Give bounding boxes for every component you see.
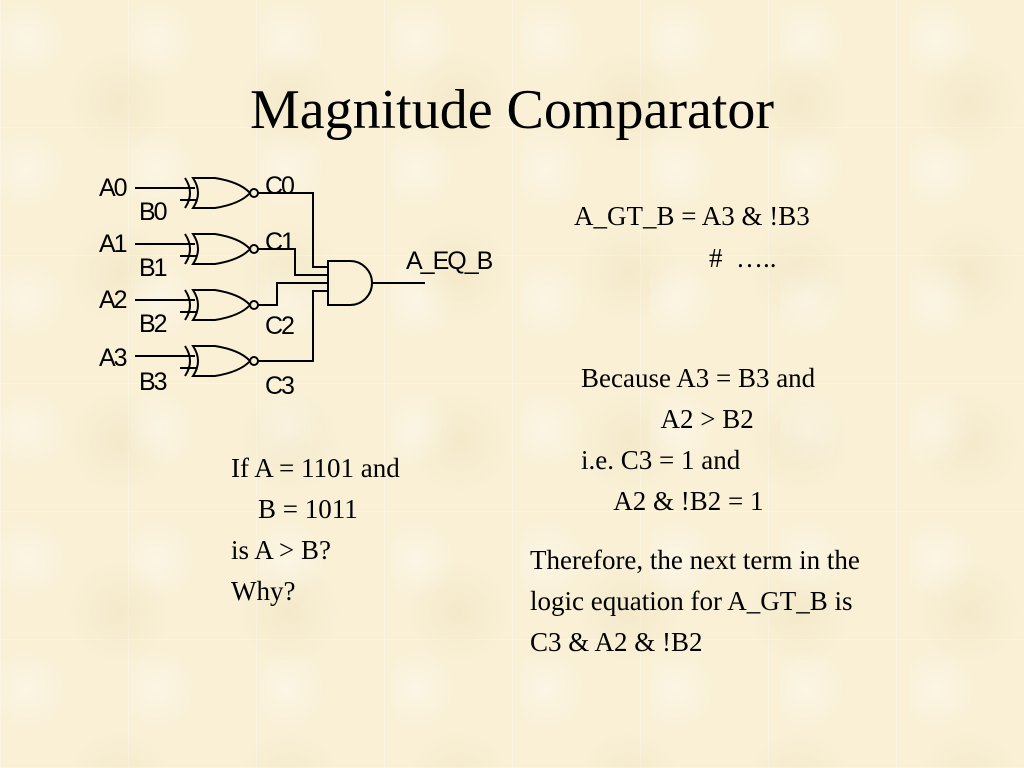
xnor-gate-2 [135,289,259,321]
input-label-b2: B2 [139,310,167,338]
conclusion-text: Therefore, the next term in the logic eq… [530,540,860,663]
question-text: If A = 1101 and B = 1011 is A > B? Why? [231,448,400,612]
question-line: B = 1011 [231,494,358,524]
conclusion-line: Therefore, the next term in the [530,545,860,575]
equation-line-1: A_GT_B = A3 & !B3 [574,201,810,231]
conclusion-line: logic equation for A_GT_B is [530,586,853,616]
output-label-c0: C0 [265,172,294,200]
xnor-gate-3 [135,345,259,377]
input-label-a3: A3 [99,344,127,372]
output-label-c1: C1 [265,228,294,256]
input-label-b3: B3 [139,368,167,396]
slide-title: Magnitude Comparator [249,79,775,141]
input-label-a0: A0 [99,174,127,202]
output-label-c2: C2 [265,312,294,340]
reason-line: Because A3 = B3 and [581,363,816,393]
question-line: is A > B? [231,535,331,565]
reason-line: A2 > B2 [581,404,754,434]
question-line: If A = 1101 and [231,453,400,483]
xnor-gate-0 [135,177,259,209]
reason-line: A2 & !B2 = 1 [581,486,764,516]
question-line: Why? [231,576,296,606]
output-label-c3: C3 [265,372,294,400]
and-gate [327,260,373,306]
input-label-a2: A2 [99,286,127,314]
conclusion-line: C3 & A2 & !B2 [530,627,703,657]
equation-line-2: # ….. [709,243,777,273]
output-label-a-eq-b: A_EQ_B [406,247,493,275]
reason-text: Because A3 = B3 and A2 > B2 i.e. C3 = 1 … [581,358,815,522]
input-label-b0: B0 [139,198,167,226]
reason-line: i.e. C3 = 1 and [581,445,741,475]
input-label-a1: A1 [99,230,127,258]
xnor-gate-1 [135,233,259,265]
comparator-circuit-diagram: A0 B0 A1 B1 A2 B2 A3 B3 C0 C1 C2 C3 A_EQ… [99,172,495,400]
input-label-b1: B1 [139,254,167,282]
